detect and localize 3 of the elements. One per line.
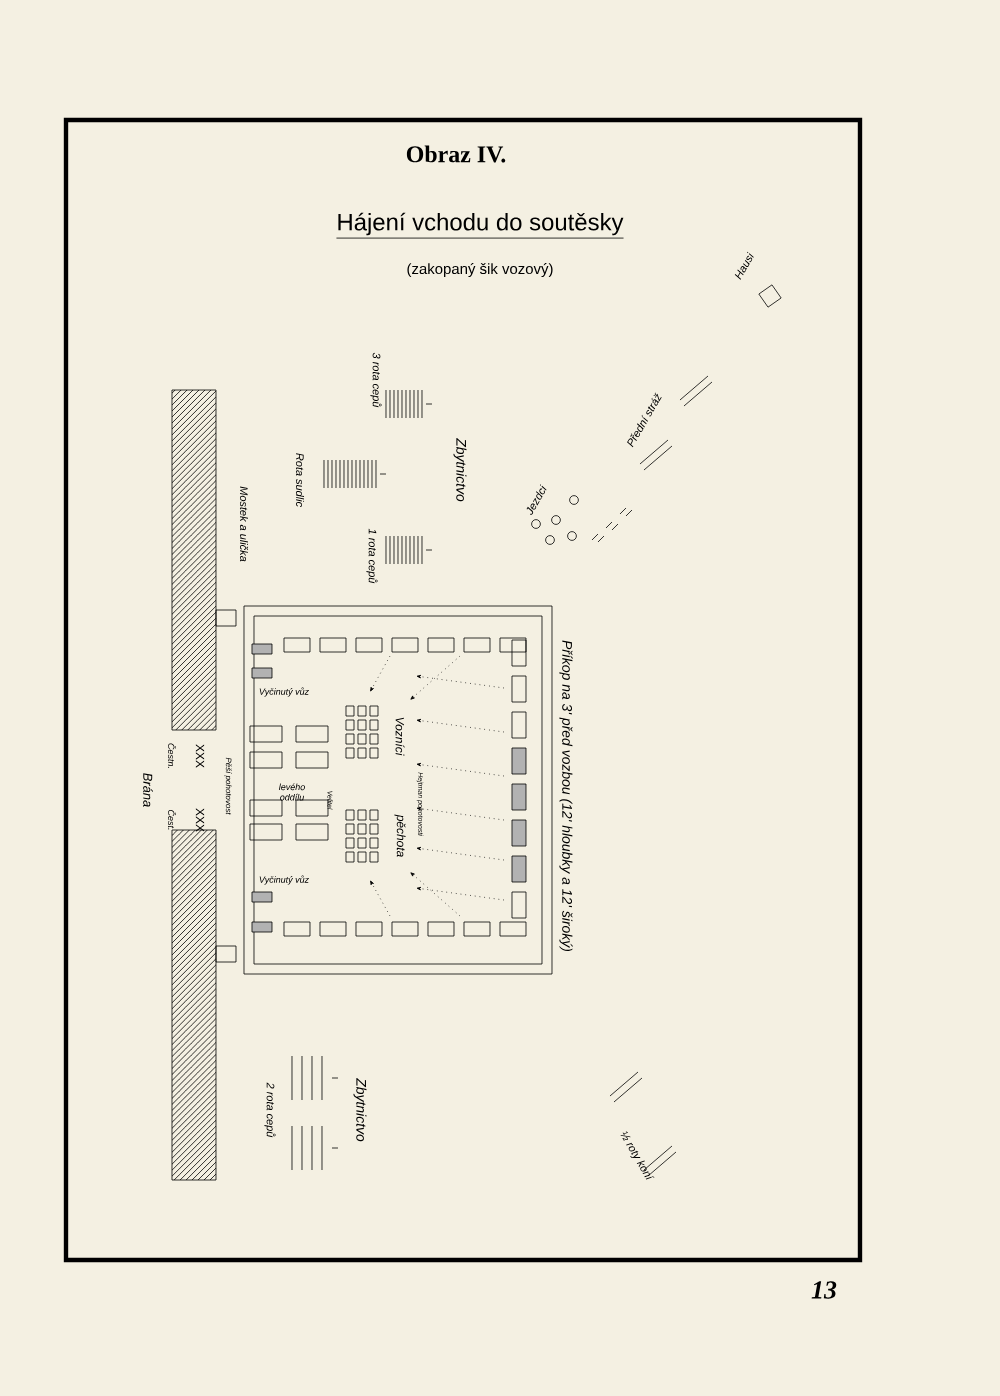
map-title: Hájení vchodu do soutěsky	[336, 212, 624, 239]
map-label: Obraz IV.	[406, 145, 506, 163]
page-number: 13	[811, 1281, 837, 1299]
